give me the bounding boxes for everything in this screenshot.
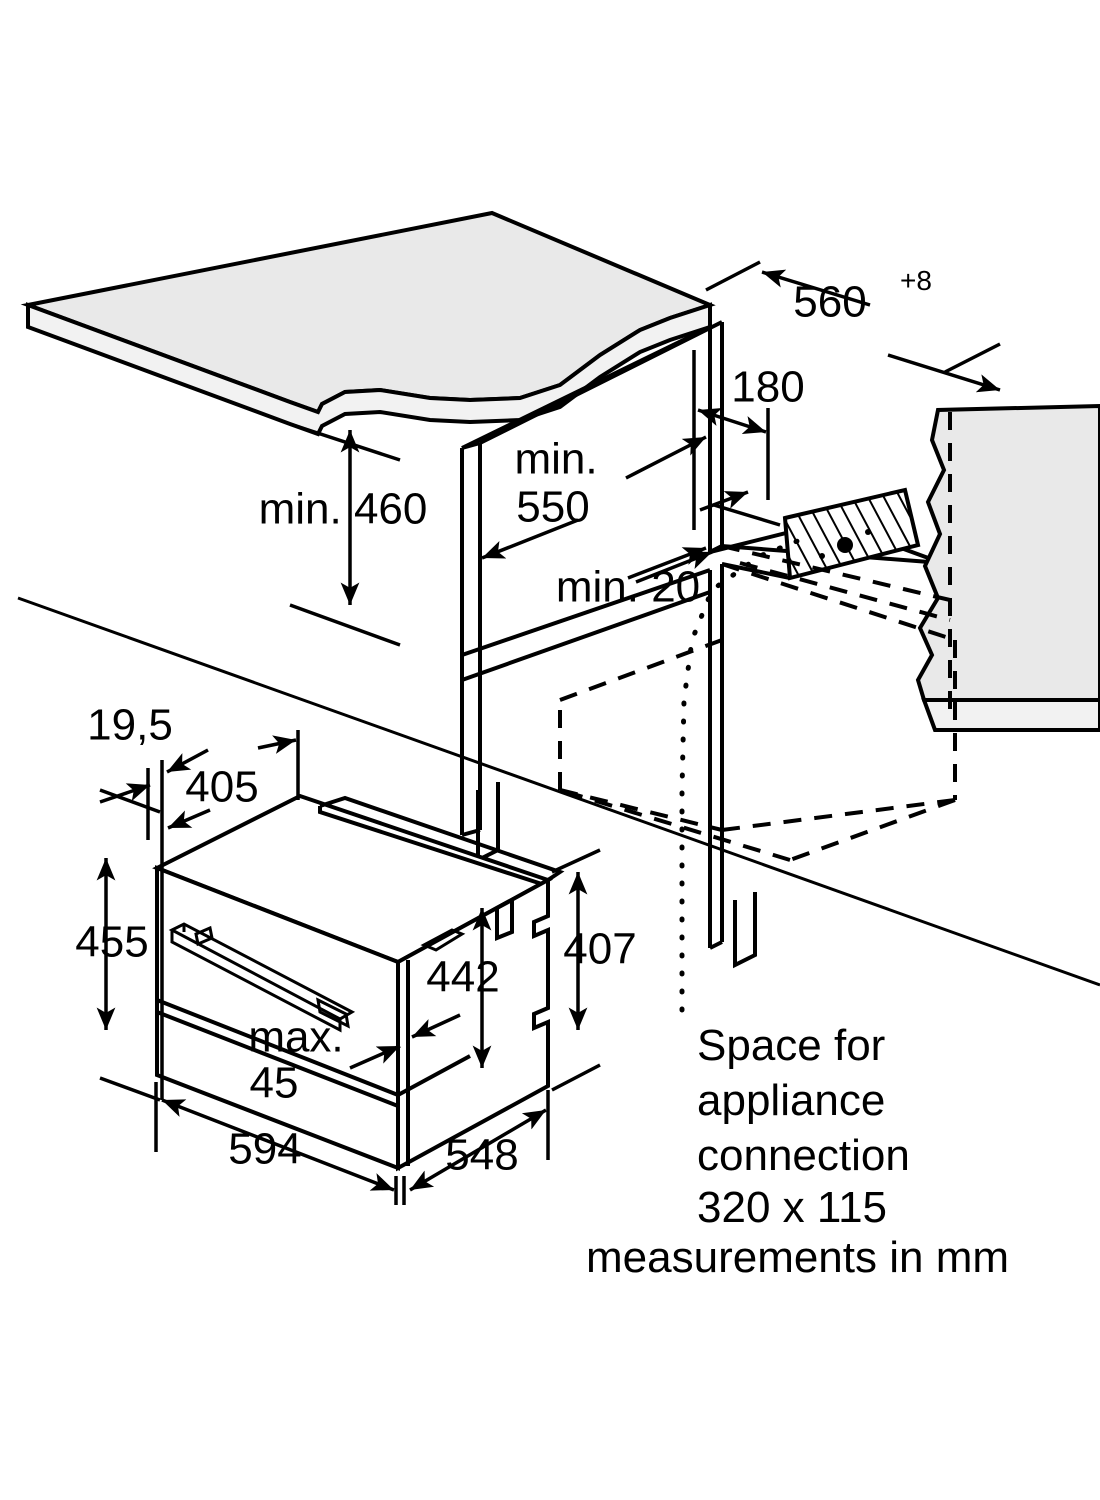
dimension-594-label: 594	[228, 1125, 301, 1174]
dimension-560: 560 +8	[705, 260, 1001, 393]
dimension-19-5-label: 19,5	[87, 701, 173, 750]
room-reference-lines	[17, 596, 1100, 987]
dimension-455: 455	[75, 788, 161, 1102]
dimension-407-label: 407	[563, 925, 636, 974]
dimension-19-5: 19,5	[87, 701, 209, 1100]
dimension-407: 407	[551, 848, 637, 1092]
dimension-max-45-label-line2: 45	[250, 1059, 299, 1108]
dimension-455-label: 455	[75, 918, 148, 967]
dimension-max-45-label-line1: max.	[248, 1013, 343, 1062]
dimension-442: 442	[426, 908, 500, 1068]
connection-note-line1: Space for	[697, 1021, 885, 1070]
worktop-slab	[20, 210, 716, 437]
connection-space-note: Space for appliance connection 320 x 115	[697, 1021, 910, 1232]
dimension-442-label: 442	[426, 953, 499, 1002]
niche-cabinet	[460, 320, 943, 969]
dimension-560-tolerance: +8	[900, 265, 932, 296]
dimension-min-460: min. 460	[259, 422, 428, 647]
dimension-min-550: min. 550	[481, 435, 707, 560]
dimension-180-label: 180	[731, 363, 804, 412]
connection-note-line2: appliance	[697, 1076, 885, 1125]
dimension-min-460-label: min. 460	[259, 485, 428, 534]
dimension-560-label: 560	[793, 278, 866, 327]
hidden-construction-lines	[558, 412, 957, 862]
fixing-point-marker	[837, 537, 853, 553]
units-note: measurements in mm	[586, 1233, 1009, 1282]
dimension-min-550-label-line1: min.	[514, 435, 597, 484]
dimension-405: 405	[167, 730, 300, 830]
dimension-548-label: 548	[445, 1131, 518, 1180]
dimension-min-550-label-line2: 550	[516, 483, 589, 532]
dimension-min-20-label: min. 20	[556, 563, 700, 612]
dimension-548: 548	[402, 1090, 550, 1205]
dimension-405-label: 405	[185, 763, 258, 812]
dimension-min-20: min. 20	[556, 490, 781, 612]
connection-note-line4: 320 x 115	[697, 1183, 887, 1232]
units-note-label: measurements in mm	[586, 1233, 1009, 1282]
right-side-wall-panel	[915, 403, 1100, 732]
connection-note-line3: connection	[697, 1131, 910, 1180]
dimension-594: 594	[154, 1082, 398, 1205]
